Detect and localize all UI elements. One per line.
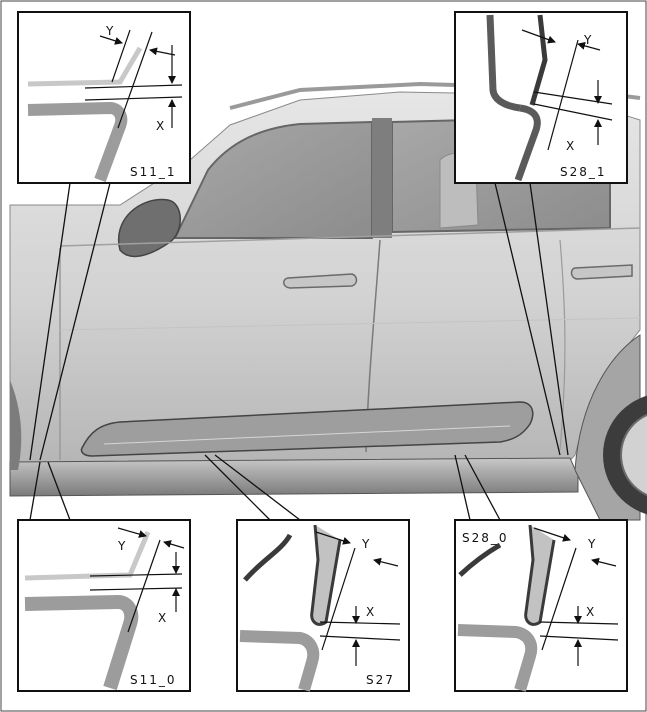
front-door-handle	[283, 273, 358, 289]
side-molding-inner	[103, 425, 511, 445]
leader-lines	[29, 182, 569, 521]
dim-x-label: X	[566, 139, 574, 153]
panel-profile	[243, 533, 293, 582]
section-code: S28_0	[462, 531, 509, 545]
panel-profile	[24, 594, 139, 691]
dim-x-label: X	[158, 611, 166, 625]
b-pillar	[372, 118, 392, 238]
belt-line	[59, 227, 641, 247]
side-molding	[80, 401, 534, 457]
panel-profile	[27, 101, 128, 183]
section-code: S11_0	[130, 673, 177, 687]
dim-y-label: Y	[587, 537, 596, 551]
dim-y-label: Y	[117, 539, 126, 553]
section-code: S27	[366, 673, 395, 687]
front-wheel-edge	[10, 380, 22, 470]
section-code: S28_1	[560, 165, 607, 179]
detail-panel-s28-0: Y X S28_0	[454, 519, 628, 692]
dim-y-label: Y	[105, 24, 114, 38]
panel-profile	[524, 524, 556, 626]
character-line	[59, 317, 641, 331]
rocker-sill	[9, 457, 579, 497]
rear-door-handle	[570, 264, 633, 280]
dim-y-label: Y	[583, 33, 592, 47]
detail-panel-s11-1: Y X S11_1	[17, 11, 191, 184]
detail-panel-s11-0: Y X S11_0	[17, 519, 191, 692]
panel-profile	[457, 624, 538, 692]
panel-profile	[514, 104, 541, 182]
detail-panel-s28-1: Y X S28_1	[454, 11, 628, 184]
section-code: S11_1	[130, 165, 177, 179]
dim-x-label: X	[586, 605, 594, 619]
panel-profile	[458, 542, 502, 577]
front-side-window	[173, 120, 373, 239]
panel-profile	[239, 630, 320, 692]
dim-x-label: X	[156, 119, 164, 133]
detail-panel-s27: Y X S27	[236, 519, 410, 692]
rear-wheel-rim	[620, 413, 647, 497]
dim-y-label: Y	[361, 537, 370, 551]
panel-profile	[529, 14, 548, 106]
panel-profile	[27, 46, 143, 87]
panel-profile	[486, 14, 521, 112]
dim-x-label: X	[366, 605, 374, 619]
